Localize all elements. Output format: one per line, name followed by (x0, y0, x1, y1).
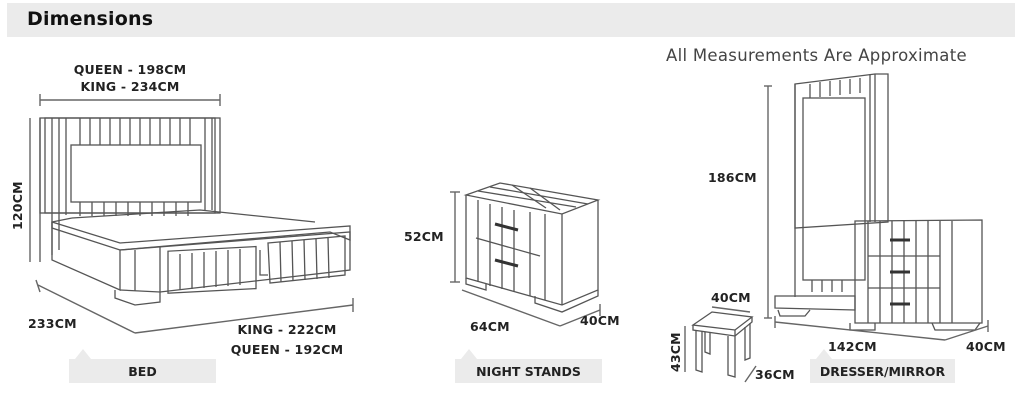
night-stand-drawing (450, 182, 601, 327)
bed-height: 120CM (10, 181, 25, 230)
dresser-height: 186CM (708, 170, 757, 185)
bed-tag: BED (69, 349, 216, 383)
stool-width: 40CM (711, 290, 751, 305)
stool-drawing (684, 306, 757, 383)
bed-width-king: KING - 234CM (80, 79, 180, 94)
approximate-note: All Measurements Are Approximate (666, 46, 967, 65)
dresser-mirror-drawing (764, 73, 989, 341)
dresser-width: 142CM (828, 339, 877, 354)
bed-length-king: KING - 222CM (237, 322, 337, 337)
bed-drawing (29, 94, 354, 334)
nightstand-height: 52CM (404, 229, 444, 244)
nightstand-depth: 40CM (580, 313, 620, 328)
bed-depth: 233CM (28, 316, 77, 331)
dresser-depth: 40CM (966, 339, 1006, 354)
bed-length-queen: QUEEN - 192CM (230, 342, 344, 357)
stool-depth: 36CM (755, 367, 795, 382)
nightstands-tag: NIGHT STANDS (455, 349, 602, 383)
header-bar: Dimensions (7, 3, 1015, 37)
dresser-mirror-tag: DRESSER/MIRROR (810, 349, 955, 383)
bed-width-queen: QUEEN - 198CM (73, 62, 187, 77)
nightstand-width: 64CM (470, 319, 510, 334)
stool-height: 43CM (668, 332, 683, 372)
page-title: Dimensions (27, 8, 154, 30)
